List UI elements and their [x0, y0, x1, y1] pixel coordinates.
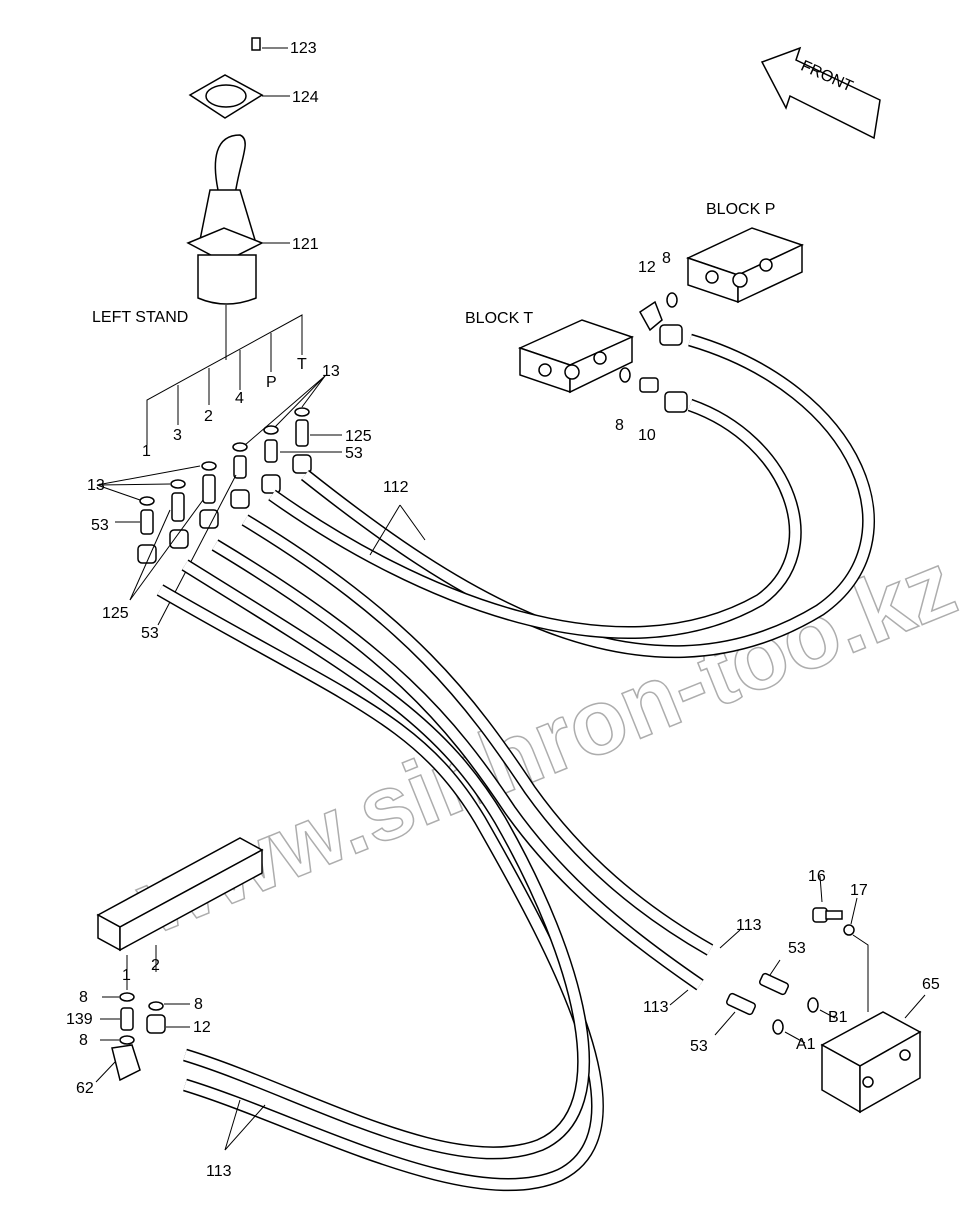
callout-8: 8: [662, 250, 671, 267]
block-p: [639, 227, 805, 346]
callout-12: 12: [193, 1019, 211, 1036]
block-t: [517, 319, 688, 413]
callout-13: 13: [87, 477, 105, 494]
port-2: 2: [204, 408, 213, 425]
port-1: 1: [142, 443, 151, 460]
callout-124: 124: [292, 89, 319, 106]
port-a1: A1: [796, 1036, 816, 1053]
port-4: 4: [235, 390, 244, 407]
callout-16: 16: [808, 868, 826, 885]
callout-17: 17: [850, 882, 868, 899]
callout-121: 121: [292, 236, 319, 253]
callout-125: 125: [102, 605, 129, 622]
callout-8: 8: [79, 989, 88, 1006]
callout-113: 113: [206, 1163, 232, 1180]
callout-53: 53: [788, 940, 806, 957]
callout-8: 8: [615, 417, 624, 434]
callout-labels: 123 124 121 LEFT STAND BLOCK P BLOCK T 1…: [66, 40, 940, 1180]
port-1: 1: [122, 967, 131, 984]
callout-53: 53: [690, 1038, 708, 1055]
callout-113: 113: [736, 917, 762, 934]
callout-123: 123: [290, 40, 317, 57]
callout-125: 125: [345, 428, 372, 445]
callout-12: 12: [638, 259, 656, 276]
valve-block-65: [714, 875, 926, 1114]
port-p: P: [266, 374, 277, 391]
port-3: 3: [173, 427, 182, 444]
label-left-stand: LEFT STAND: [92, 309, 188, 326]
callout-62: 62: [76, 1080, 94, 1097]
callout-8: 8: [79, 1032, 88, 1049]
callout-10: 10: [638, 427, 656, 444]
valve-block-left: [95, 837, 264, 1083]
callout-65: 65: [922, 976, 940, 993]
port-b1: B1: [828, 1009, 848, 1026]
callout-113: 113: [643, 999, 669, 1016]
callout-53: 53: [91, 517, 109, 534]
front-arrow: FRONT: [760, 46, 881, 140]
label-block-p: BLOCK P: [706, 201, 775, 218]
callout-139: 139: [66, 1011, 93, 1028]
callout-53: 53: [345, 445, 363, 462]
callout-112: 112: [383, 479, 409, 496]
joystick-lever: [186, 37, 264, 360]
port-t: T: [297, 356, 307, 373]
callout-8: 8: [194, 996, 203, 1013]
hoses-113: [156, 514, 741, 1192]
callout-53: 53: [141, 625, 159, 642]
callout-13: 13: [322, 363, 340, 380]
hoses-112: [268, 333, 875, 659]
label-block-t: BLOCK T: [465, 310, 533, 327]
port-leader-lines: [146, 314, 303, 445]
left-stand-fittings: [96, 375, 342, 626]
port-2: 2: [151, 957, 160, 974]
